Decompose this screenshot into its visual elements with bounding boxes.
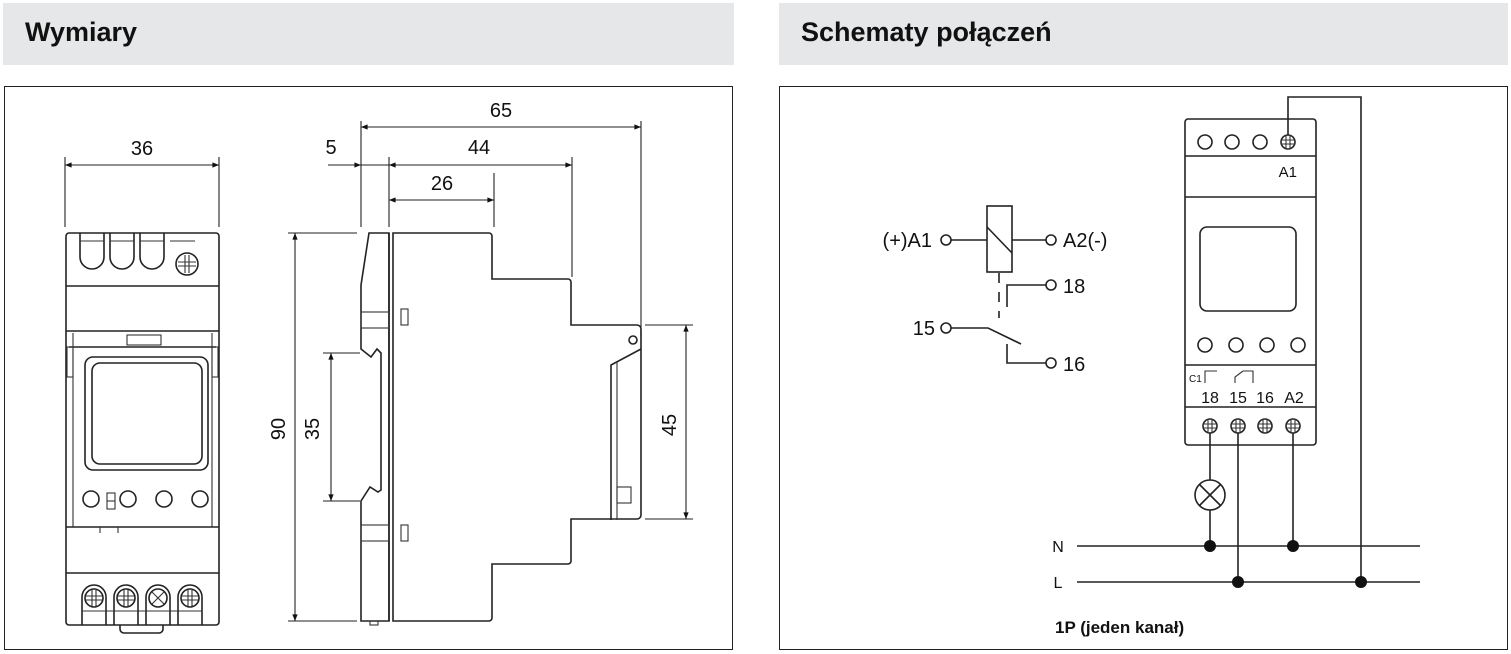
- depth-front-label: 26: [431, 173, 453, 195]
- device-display: [1199, 226, 1297, 312]
- dimensions-panel: 36: [4, 86, 733, 650]
- bottom-screw-terminals: [1202, 418, 1301, 434]
- terminal-a2-icon: [1045, 234, 1057, 246]
- rail-height-label: 35: [302, 418, 324, 440]
- wiring-caption: 1P (jeden kanał): [1055, 618, 1184, 637]
- screw-terminal-x-icon: [145, 584, 171, 625]
- depth-total-label: 65: [490, 100, 512, 122]
- dimensions-drawing: 36: [64, 100, 693, 634]
- dimensions-section-header: Wymiary: [3, 3, 734, 65]
- device-terminal-label: 15: [1229, 390, 1247, 407]
- coil-a2-label: A2(-): [1063, 230, 1107, 252]
- cover-latch: [126, 334, 162, 346]
- height-total-label: 90: [268, 418, 290, 440]
- side-slot: [400, 524, 409, 542]
- terminal-a1-icon: [940, 234, 952, 246]
- device-wiring-view: A1 C1 18 15 16 A2: [1184, 118, 1317, 446]
- screw-terminal-icon: [81, 584, 107, 625]
- relay-coil-icon: [986, 205, 1013, 273]
- lamp-icon: [1194, 479, 1226, 511]
- junction-dot: [1204, 540, 1216, 552]
- display-window: [84, 356, 209, 471]
- depth-mid-label: 44: [468, 137, 490, 159]
- wiring-title: Schematy połączeń: [801, 17, 1052, 47]
- relay-schematic: (+)A1 A2(-) 18 15 16: [883, 205, 1107, 376]
- junction-dot: [1232, 576, 1244, 588]
- terminal-15-icon: [940, 322, 952, 334]
- line-label: L: [1054, 575, 1063, 592]
- display-screen: [91, 362, 203, 465]
- side-body-outline: [392, 232, 642, 622]
- front-height-label: 45: [659, 414, 681, 436]
- contact-symbol-nc: [1234, 370, 1254, 383]
- top-terminal-slots: [79, 233, 195, 270]
- side-view: 65 5 44 26: [268, 100, 693, 626]
- wires: N L 1P (jeden kanał): [1052, 96, 1420, 637]
- terminal-18-icon: [1045, 279, 1057, 291]
- front-buttons: [82, 490, 209, 510]
- terminal-16-icon: [1045, 357, 1057, 369]
- screw-terminal-icon: [175, 252, 199, 276]
- contact-symbol-no: [1204, 370, 1217, 383]
- bottom-terminals: [81, 584, 203, 625]
- device-terminal-label: 18: [1201, 390, 1219, 407]
- hinge-icon: [628, 335, 638, 345]
- device-front-body: [65, 232, 220, 626]
- junction-dot: [1355, 576, 1367, 588]
- wiring-section-header: Schematy połączeń: [779, 3, 1508, 65]
- front-view: 36: [64, 138, 220, 634]
- device-a1-label: A1: [1279, 164, 1297, 181]
- neutral-label: N: [1052, 539, 1064, 556]
- din-clip: [360, 232, 390, 622]
- contact-group-label: C1: [1189, 374, 1202, 385]
- wiring-drawing: (+)A1 A2(-) 18 15 16: [883, 96, 1420, 637]
- junction-dot: [1287, 540, 1299, 552]
- screw-terminal-icon: [113, 584, 139, 625]
- coil-a1-label: (+)A1: [883, 230, 932, 252]
- device-terminal-label: 16: [1256, 390, 1274, 407]
- wire-a1-to-l: [1287, 96, 1362, 582]
- device-body: [1184, 118, 1317, 446]
- offset-label: 5: [325, 137, 336, 159]
- bottom-clip: [119, 625, 164, 634]
- wiring-panel: (+)A1 A2(-) 18 15 16: [779, 86, 1508, 650]
- screw-terminal-a1-icon: [1280, 134, 1296, 150]
- width-dimension-label: 36: [131, 138, 153, 160]
- dimensions-title: Wymiary: [25, 17, 138, 47]
- contact-16-label: 16: [1063, 354, 1085, 376]
- device-terminal-label: A2: [1284, 390, 1304, 407]
- contact-15-label: 15: [913, 318, 935, 340]
- contact-18-label: 18: [1063, 276, 1085, 298]
- screw-terminal-icon: [177, 584, 203, 625]
- side-slot: [400, 308, 409, 326]
